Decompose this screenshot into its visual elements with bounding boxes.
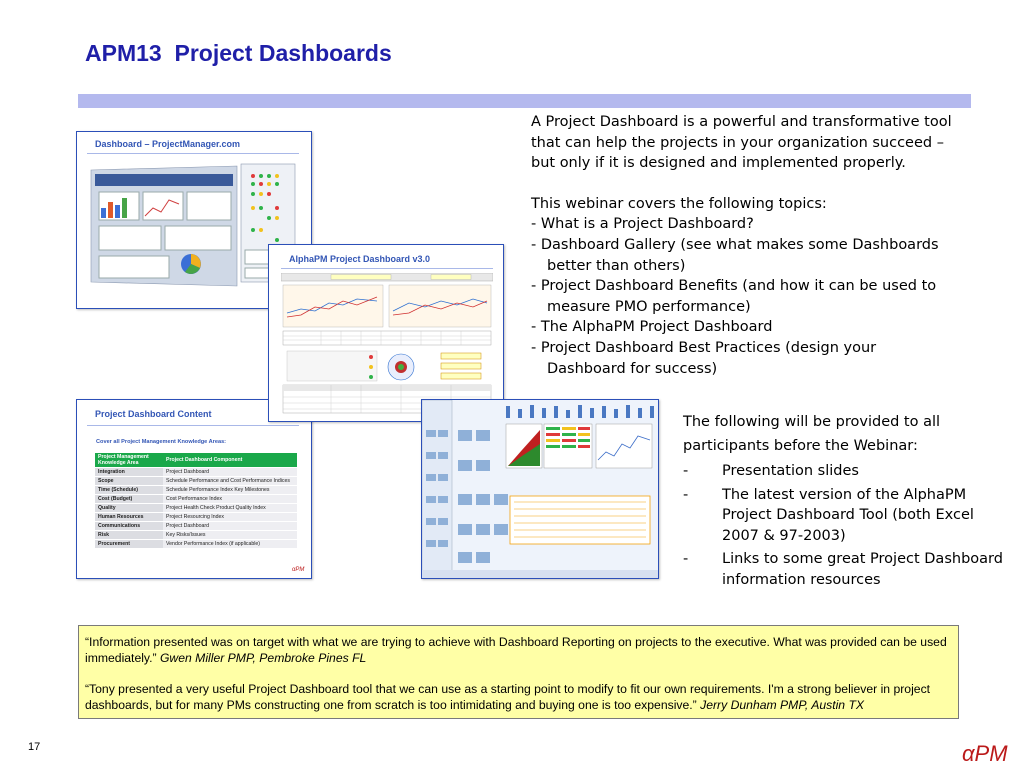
thumbnail-projectmanager-dashboard: Dashboard – ProjectManager.com <box>76 131 312 309</box>
intro-paragraph: A Project Dashboard is a powerful and tr… <box>531 114 952 172</box>
dashboard-screenshot-image <box>90 163 296 287</box>
title-divider-band <box>78 94 971 108</box>
topic-item: - The AlphaPM Project Dashboard <box>531 319 773 336</box>
table-cell: Risk <box>95 530 163 540</box>
testimonial: “Information presented was on target wit… <box>85 634 952 666</box>
table-cell: Scope <box>95 476 163 486</box>
table-cell: Vendor Performance Index (if applicable) <box>163 539 297 549</box>
table-row: Cost (Budget)Cost Performance Index <box>95 494 297 504</box>
testimonials-box: “Information presented was on target wit… <box>78 625 959 719</box>
thumbnail-rule <box>281 268 493 269</box>
testimonial-author: Jerry Dunham PMP, Austin TX <box>700 698 865 712</box>
table-cell: Time (Schedule) <box>95 485 163 495</box>
knowledge-area-table: Project Management Knowledge Area Projec… <box>95 453 297 549</box>
table-cell: Cost (Budget) <box>95 494 163 504</box>
table-cell: Key Risks/Issues <box>163 530 297 540</box>
slide-title: APM13 Project Dashboards <box>85 40 392 66</box>
table-cell: Cost Performance Index <box>163 494 297 504</box>
testimonial: “Tony presented a very useful Project Da… <box>85 681 952 713</box>
testimonial-author: Gwen Miller PMP, Pembroke Pines FL <box>159 651 367 665</box>
provided-item: - Links to some great Project Dashboard … <box>683 549 1003 590</box>
thumbnail-alphapm-dashboard: AlphaPM Project Dashboard v3.0 <box>268 244 504 422</box>
testimonial-quote: “Tony presented a very useful Project Da… <box>85 682 931 712</box>
thumbnail-logo: αPM <box>292 567 305 573</box>
excel-chart-gallery-image <box>422 400 658 578</box>
provided-heading: The following will be provided to all pa… <box>683 414 941 454</box>
thumbnail-title: Project Dashboard Content <box>95 409 212 419</box>
alphapm-logo: αPM <box>962 741 1008 766</box>
topic-item: - Dashboard Gallery (see what makes some… <box>531 236 939 274</box>
table-cell: Procurement <box>95 539 163 549</box>
list-bullet: - <box>683 486 689 503</box>
table-cell: Project Resourcing Index <box>163 512 297 522</box>
page-number: 17 <box>28 741 41 753</box>
provided-item: - Presentation slides <box>683 461 1003 482</box>
table-header-cell: Project Dashboard Component <box>163 453 297 468</box>
description-block: A Project Dashboard is a powerful and tr… <box>531 112 991 379</box>
provided-item-text: The latest version of the AlphaPM Projec… <box>722 486 974 544</box>
table-cell: Quality <box>95 503 163 513</box>
provided-item: - The latest version of the AlphaPM Proj… <box>683 485 1003 547</box>
thumbnail-title: AlphaPM Project Dashboard v3.0 <box>289 254 431 264</box>
testimonial-quote: “Information presented was on target wit… <box>85 635 947 665</box>
table-cell: Project Dashboard <box>163 521 297 531</box>
topic-item: - What is a Project Dashboard? <box>531 216 754 233</box>
table-cell: Schedule Performance and Cost Performanc… <box>163 476 297 486</box>
provided-materials: The following will be provided to all pa… <box>683 410 1003 591</box>
thumbnail-rule <box>87 425 299 426</box>
topic-item: - Project Dashboard Best Practices (desi… <box>531 339 877 377</box>
provided-item-text: Links to some great Project Dashboard in… <box>722 551 1003 588</box>
table-header-cell: Project Management Knowledge Area <box>95 453 163 468</box>
provided-item-text: Presentation slides <box>722 463 859 479</box>
table-row: Time (Schedule)Schedule Performance Inde… <box>95 485 297 495</box>
list-bullet: - <box>683 463 689 479</box>
table-cell: Integration <box>95 467 163 477</box>
table-header-row: Project Management Knowledge Area Projec… <box>95 453 297 468</box>
table-cell: Project Health Check Product Quality Ind… <box>163 503 297 513</box>
list-bullet: - <box>683 551 689 568</box>
thumbnail-rule <box>87 153 299 154</box>
topics-heading: This webinar covers the following topics… <box>531 195 827 212</box>
table-cell: Communications <box>95 521 163 531</box>
knowledge-areas-subtitle: Cover all Project Management Knowledge A… <box>96 439 227 445</box>
thumbnail-dashboard-content: Project Dashboard Content Cover all Proj… <box>76 399 312 579</box>
alphapm-dashboard-image <box>281 273 493 414</box>
thumbnail-excel-chart-gallery <box>421 399 659 579</box>
topic-item: - Project Dashboard Benefits (and how it… <box>531 278 937 315</box>
table-cell: Human Resources <box>95 512 163 522</box>
table-cell: Project Dashboard <box>163 467 297 477</box>
table-cell: Schedule Performance Index Key Milestone… <box>163 485 297 495</box>
thumbnail-title: Dashboard – ProjectManager.com <box>95 139 241 149</box>
